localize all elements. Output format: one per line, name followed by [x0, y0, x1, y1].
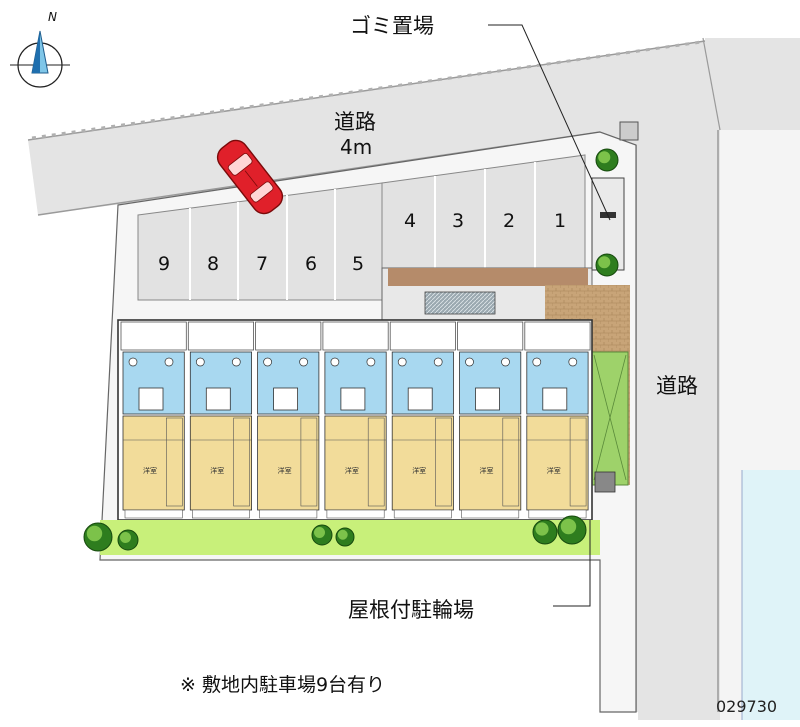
room-label: 洋室: [479, 467, 494, 475]
parking-space-8: 8: [206, 253, 220, 275]
apartment-unit: [187, 321, 255, 519]
parking-space-7: 7: [255, 253, 269, 275]
tree-icon: [311, 524, 333, 546]
tree-icon: [117, 529, 139, 551]
tree-icon: [83, 522, 113, 552]
top-road-width: 4m: [340, 135, 373, 159]
parking-space-3: 3: [451, 210, 465, 232]
apartment-unit: [524, 321, 591, 519]
parking-space-6: 6: [304, 253, 318, 275]
parking-space-9: 9: [157, 253, 171, 275]
apartment-unit: [389, 321, 456, 519]
compass-icon: [10, 30, 70, 88]
tree-icon: [335, 527, 355, 547]
parking-note: ※ 敷地内駐車場9台有り: [180, 674, 386, 696]
tree-icon: [595, 253, 619, 277]
room-label: 洋室: [344, 467, 359, 475]
apartment-unit: [120, 321, 187, 519]
room-label: 洋室: [210, 467, 225, 475]
room-label: 洋室: [412, 467, 427, 475]
tree-icon: [595, 148, 619, 172]
right-road-label: 道路: [656, 374, 698, 398]
water-channel: [742, 470, 800, 720]
tree-icon: [557, 515, 587, 545]
apartment-unit: [322, 321, 389, 519]
top-road: [28, 40, 720, 215]
top-road-label: 道路: [334, 110, 376, 134]
room-label: 洋室: [546, 467, 561, 475]
car: [216, 139, 284, 215]
parking-space-1: 1: [553, 210, 567, 232]
room-label: 洋室: [143, 467, 157, 475]
parking-space-5: 5: [351, 253, 365, 275]
apartment-unit: [255, 321, 322, 519]
parking-space-2: 2: [502, 210, 516, 232]
apartment-unit: [457, 321, 524, 519]
parking-lot-bottom: [137, 182, 383, 301]
room-label: 洋室: [277, 467, 292, 475]
compass-n-label: N: [48, 10, 57, 24]
tree-icon: [532, 519, 558, 545]
bicycle-parking-label: 屋根付駐輪場: [348, 598, 474, 622]
parking-lot-top: [381, 154, 586, 283]
garbage-area-label: ゴミ置場: [350, 14, 434, 38]
property-code: 029730: [716, 697, 778, 716]
parking-space-4: 4: [403, 210, 417, 232]
